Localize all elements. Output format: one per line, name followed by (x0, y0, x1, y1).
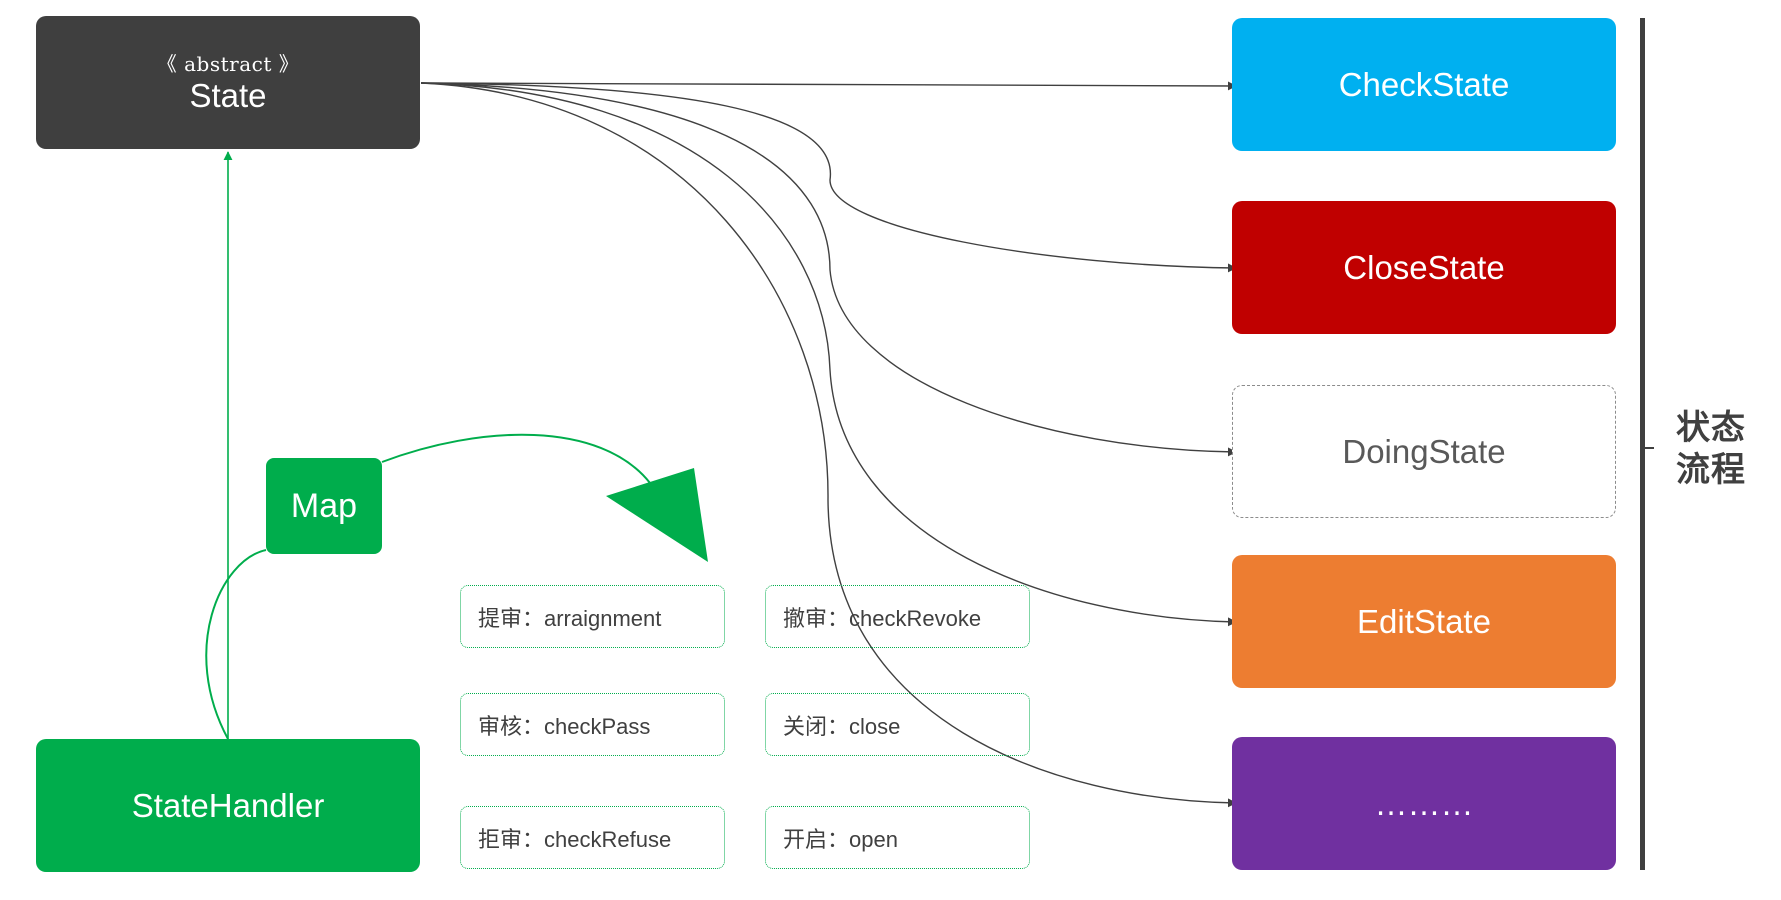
connector-state-to-editstate (420, 82, 1237, 627)
action-arraignment[interactable]: 提审：arraignment (460, 585, 725, 648)
action-label: 审核：checkPass (478, 713, 651, 739)
connector-state-to-doingstate (420, 82, 1237, 457)
action-check-revoke[interactable]: 撤审：checkRevoke (765, 585, 1030, 648)
action-label: 开启：open (783, 826, 898, 852)
state-handler-label: StateHandler (131, 786, 325, 824)
more-states-label: ……… (1374, 784, 1474, 822)
abstract-state-box[interactable]: 《 abstract 》 State (36, 16, 420, 149)
connector-state-to-closestate (420, 82, 1237, 273)
action-check-refuse[interactable]: 拒审：checkRefuse (460, 806, 725, 869)
flow-bracket-tick (1645, 447, 1654, 449)
close-state-box[interactable]: CloseState (1232, 201, 1616, 334)
action-open[interactable]: 开启：open (765, 806, 1030, 869)
edit-state-label: EditState (1357, 602, 1491, 640)
flow-label-line1: 状态 (1676, 408, 1746, 448)
flow-label: 状态 流程 (1676, 407, 1756, 491)
doing-state-box[interactable]: DoingState (1232, 385, 1616, 518)
flow-label-line2: 流程 (1676, 450, 1746, 490)
action-label: 撤审：checkRevoke (783, 605, 982, 631)
action-close[interactable]: 关闭：close (765, 693, 1030, 756)
edit-state-box[interactable]: EditState (1232, 555, 1616, 688)
map-arc (205, 433, 651, 740)
action-check-pass[interactable]: 审核：checkPass (460, 693, 725, 756)
action-label: 提审：arraignment (478, 605, 662, 631)
abstract-state-title: State (189, 76, 267, 114)
state-handler-box[interactable]: StateHandler (36, 739, 420, 872)
map-box[interactable]: Map (266, 458, 382, 554)
check-state-box[interactable]: CheckState (1232, 18, 1616, 151)
close-state-label: CloseState (1343, 248, 1505, 286)
check-state-label: CheckState (1338, 65, 1510, 103)
flow-bracket (1640, 18, 1645, 870)
action-label: 拒审：checkRefuse (478, 826, 672, 852)
connector-state-to-checkstate (420, 81, 1237, 91)
more-states-box[interactable]: ……… (1232, 737, 1616, 870)
abstract-stereotype: 《 abstract 》 (156, 51, 300, 76)
action-label: 关闭：close (783, 713, 901, 739)
map-label: Map (290, 486, 358, 525)
map-arrowhead (606, 468, 708, 562)
connector-state-to-more (420, 82, 1237, 808)
doing-state-label: DoingState (1342, 432, 1506, 470)
